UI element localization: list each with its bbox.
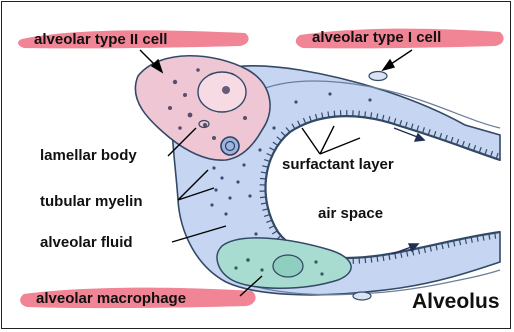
- surfactant-tick: [365, 111, 366, 117]
- surfactant-pointer-3: [320, 138, 360, 154]
- macrophage-nucleus: [273, 255, 303, 277]
- label-tubular-myelin: tubular myelin: [40, 193, 143, 210]
- type1-cell-lower-nucleus: [353, 292, 371, 300]
- surfactant-pointer-1: [302, 128, 320, 154]
- surfactant-tick: [359, 111, 360, 117]
- label-alveolar-macrophage: alveolar macrophage: [36, 290, 186, 307]
- label-type1-cell: alveolar type I cell: [312, 29, 441, 46]
- surfactant-tick: [377, 256, 378, 262]
- type2-nucleus: [198, 72, 246, 112]
- label-alveolar-fluid: alveolar fluid: [40, 234, 133, 251]
- label-surfactant-layer: surfactant layer: [282, 156, 394, 173]
- type2-cell-body: [135, 56, 270, 160]
- label-lamellar-body: lamellar body: [40, 147, 137, 164]
- nucleolus: [222, 86, 230, 94]
- surfactant-tick: [365, 257, 366, 263]
- surfactant-tick: [371, 257, 372, 263]
- label-type2-cell: alveolar type II cell: [34, 31, 167, 48]
- surfactant-tick: [260, 197, 266, 198]
- type1-cell-nucleus: [369, 72, 387, 81]
- surfactant-tick: [334, 111, 335, 117]
- lamellar-body: [221, 137, 239, 155]
- flow-arrows: [392, 128, 424, 254]
- diagram-title: Alveolus: [412, 290, 500, 314]
- label-air-space: air space: [318, 205, 383, 222]
- surfactant-tick: [260, 178, 266, 179]
- type1-arrowhead: [383, 60, 394, 70]
